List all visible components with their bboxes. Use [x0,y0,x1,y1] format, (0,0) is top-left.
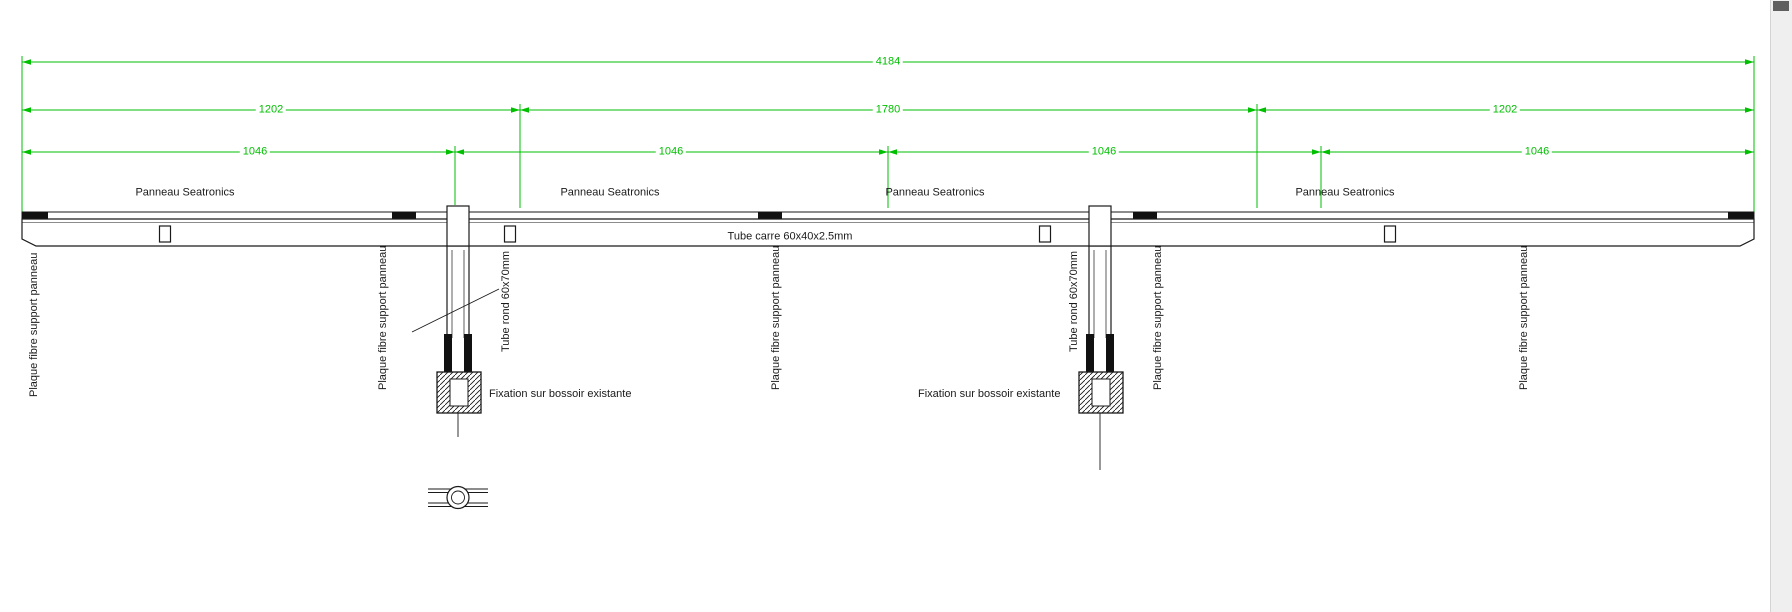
dim-span-1: 1202 [255,103,287,117]
vertical-scrollbar[interactable] [1770,0,1792,612]
fiber-plate [22,212,48,219]
beam-slot [503,225,517,243]
fiber-plate [1133,212,1157,219]
fiber-plate-label-1: Plaque fibre support panneau [28,252,40,397]
dim-panel-1: 1046 [239,145,271,159]
fiber-plate-label-5: Plaque fibre support panneau [1518,245,1530,390]
beam-slot [1038,225,1052,243]
fiber-plate [758,212,782,219]
fiber-plate-label-4: Plaque fibre support panneau [1152,245,1164,390]
dim-span-2: 1780 [872,103,904,117]
fixation-label-2: Fixation sur bossoir existante [918,388,1061,400]
dim-panel-3: 1046 [1088,145,1120,159]
panel-label-1: Panneau Seatronics [135,186,235,199]
beam-slot [1383,225,1397,243]
fiber-plate-label-2: Plaque fibre support panneau [377,245,389,390]
left-post [411,205,500,437]
fiber-plate [1728,212,1754,219]
fiber-plate-label-3: Plaque fibre support panneau [770,245,782,390]
square-tube-label: Tube carre 60x40x2.5mm [723,230,857,244]
panel-label-2: Panneau Seatronics [560,186,660,199]
leader-line [411,288,500,333]
panel-label-4: Panneau Seatronics [1295,186,1395,199]
fixation-label-1: Fixation sur bossoir existante [489,388,632,400]
dim-span-3: 1202 [1489,103,1521,117]
square-tube-beam [21,211,1755,247]
right-post [1078,205,1124,470]
round-tube-label-1: Tube rond 60x70mm [500,250,512,352]
round-tube-label-2: Tube rond 60x70mm [1068,250,1080,352]
fiber-plate [392,212,416,219]
bossoir-section-detail [428,485,488,510]
beam-slot [158,225,172,243]
dim-panel-4: 1046 [1521,145,1553,159]
dim-panel-2: 1046 [655,145,687,159]
panel-label-3: Panneau Seatronics [885,186,985,199]
dim-total: 4184 [872,55,904,69]
scrollbar-thumb[interactable] [1773,1,1789,11]
